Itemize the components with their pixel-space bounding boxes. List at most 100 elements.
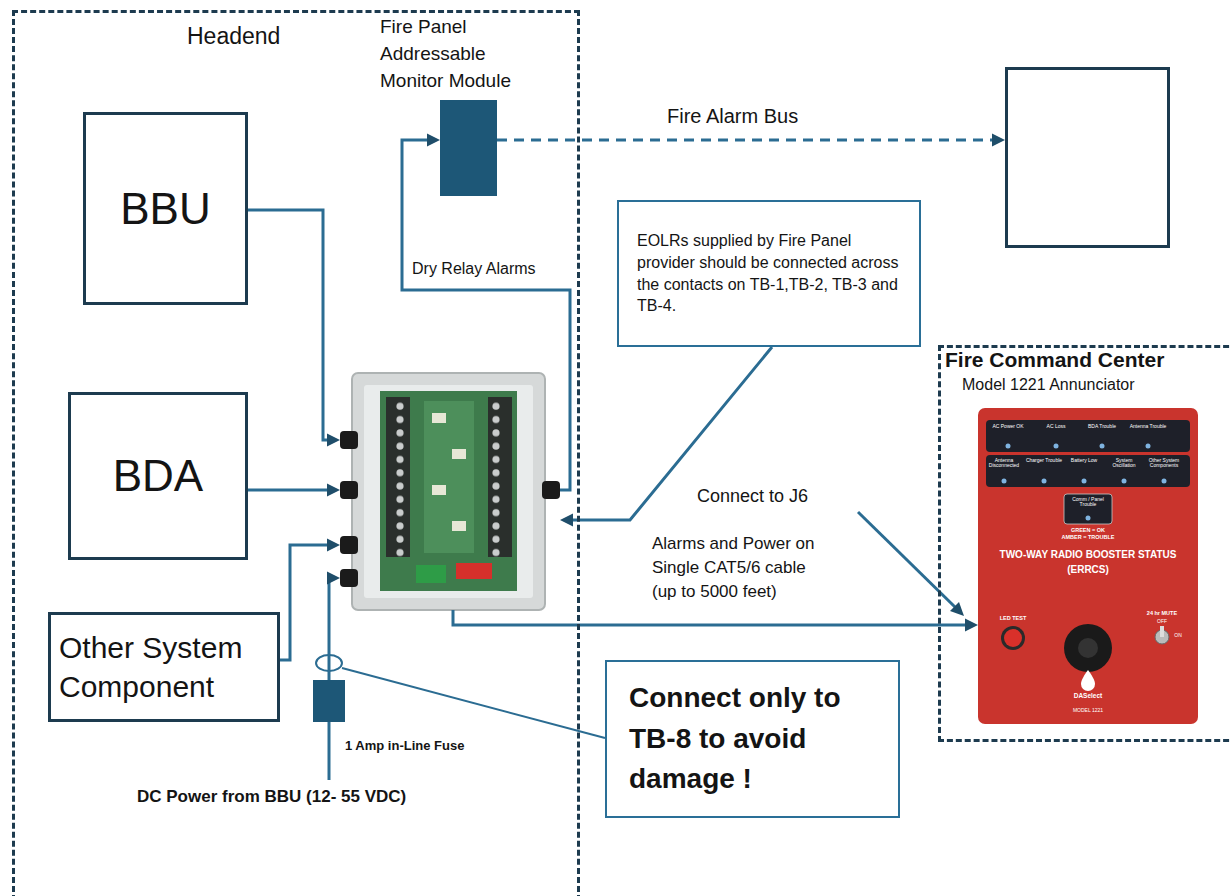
monitor-module: Fire Panel Addressable Monitor Module: [440, 100, 497, 196]
junction-box-picture-part: [352, 373, 545, 610]
junction-box-picture-part: [488, 397, 512, 557]
edge-label: Dry Relay Alarms: [412, 260, 536, 278]
annunciator-picture-part: [978, 408, 1198, 724]
annunciator-picture-part: [1146, 444, 1151, 449]
node-text: BDA: [113, 451, 203, 501]
node-text: TWO-WAY RADIO BOOSTER STATUS: [983, 550, 1193, 561]
annunciator-picture-part: [1086, 516, 1091, 521]
node-text: ON: [1171, 633, 1185, 638]
node-text: DASelect: [1058, 693, 1118, 700]
arrow-head: [327, 434, 340, 447]
node-text: Antenna Disconnected: [985, 458, 1023, 469]
node-text: 24 hr MUTE: [1140, 611, 1184, 617]
equipment-box: BBU: [83, 112, 248, 305]
connector: [248, 210, 340, 447]
junction-box-picture: [340, 373, 560, 610]
node-text: AC Loss: [1036, 424, 1076, 429]
connector-line: [280, 545, 329, 660]
junction-box-picture-part: [340, 481, 358, 499]
annunciator-picture-part: [1004, 629, 1022, 647]
junction-box-picture-part: [386, 397, 410, 557]
node-text: (ERRCS): [1048, 565, 1128, 576]
annunciator-picture-part: [1160, 626, 1164, 637]
junction-box-picture-part: [452, 521, 466, 531]
junction-box-picture-part: [386, 397, 410, 557]
region-headend: HeadendFire Panel Addressable Monitor Mo…: [12, 10, 580, 896]
node-text: System Oscillation: [1105, 458, 1143, 469]
power-wire-part: [342, 668, 605, 738]
node-text: Other System Components: [1145, 458, 1183, 469]
node-text: GREEN = OK: [1048, 528, 1128, 534]
junction-box-picture-part: [340, 536, 358, 554]
junction-box-picture-part: [364, 385, 533, 598]
connector: [280, 539, 340, 661]
fire-panel-box: [1005, 67, 1170, 248]
annunciator-picture-part: [1002, 479, 1007, 484]
connector-line: [453, 610, 967, 625]
annunciator-picture-part: [1162, 479, 1167, 484]
node-text: Charger Trouble: [1025, 458, 1063, 463]
junction-box-picture-part: [380, 391, 517, 591]
node-text: OFF: [1152, 619, 1172, 624]
annunciator-picture-part: [1001, 626, 1025, 650]
annunciator-picture-part: [986, 420, 1190, 452]
annunciator-picture-part: [1081, 670, 1095, 691]
annunciator-picture-part: [1064, 624, 1112, 672]
note-label: DC Power from BBU (12- 55 VDC): [137, 787, 406, 807]
node-text: Fire Panel Addressable Monitor Module: [380, 13, 545, 94]
node-text: AMBER = TROUBLE: [1048, 535, 1128, 541]
node-text: BBU: [120, 184, 210, 234]
j6-leader-arrow-part: [950, 602, 964, 616]
arrow-head: [327, 572, 340, 585]
connector: [248, 484, 340, 497]
connector: [327, 572, 340, 681]
node-text: LED TEST: [991, 616, 1035, 622]
connector-line: [248, 210, 329, 440]
junction-box-picture-part: [432, 413, 446, 423]
junction-box-picture-part: [340, 569, 358, 587]
connector-line: [328, 578, 331, 680]
annunciator-picture: [978, 408, 1198, 724]
equipment-box: Other System Component: [48, 612, 280, 722]
region-command-center: Fire Command CenterModel 1221 Annunciato…: [938, 345, 1230, 742]
junction-box: [340, 373, 560, 610]
node-text: EOLRs supplied by Fire Panel provider sh…: [637, 230, 901, 316]
node-text: 1 Amp in-Line Fuse: [345, 738, 464, 753]
arrow-head: [327, 539, 340, 552]
arrow-head: [992, 134, 1005, 147]
node-text: Antenna Trouble: [1128, 424, 1168, 429]
annunciator-picture-part: [1122, 479, 1127, 484]
connector: [453, 610, 978, 632]
arrow-head: [560, 514, 573, 527]
node-text: AC Power OK: [988, 424, 1028, 429]
node-text: Connect only to TB-8 to avoid damage !: [629, 678, 847, 800]
node-text: BDA Trouble: [1082, 424, 1122, 429]
annunciator-picture-part: [1006, 444, 1011, 449]
junction-box-picture-part: [432, 485, 446, 495]
arrow-head: [427, 134, 440, 147]
annunciator-panel: AC Power OK AC Loss BDA Trouble Antenna Tro…: [978, 408, 1198, 724]
node-text: Battery Low: [1065, 458, 1103, 463]
callout-note: EOLRs supplied by Fire Panel provider sh…: [617, 200, 921, 347]
annunciator-picture-part: [1042, 479, 1047, 484]
junction-box-picture-part: [424, 401, 474, 553]
connector: [497, 134, 1005, 147]
annunciator-picture-part: [1054, 444, 1059, 449]
equipment-box: BDA: [68, 392, 248, 560]
junction-box-picture-part: [340, 431, 358, 449]
connector-line: [497, 139, 994, 142]
junction-box-picture-part: [452, 449, 466, 459]
connector-line: [248, 489, 329, 492]
arrow-head: [327, 484, 340, 497]
note-label: Connect to J6: [697, 486, 808, 507]
junction-box-picture-part: [456, 563, 492, 579]
annunciator-picture-part: [986, 455, 1190, 487]
junction-box-picture-part: [542, 481, 560, 499]
inline-fuse: 1 Amp in-Line Fuse: [313, 680, 345, 722]
annunciator-picture-part: [1082, 479, 1087, 484]
power-wire: [316, 655, 605, 780]
node-text: MODEL 1221: [1058, 708, 1118, 713]
node-text: Fire Command Center: [945, 348, 1164, 372]
node-text: Other System Component: [59, 628, 269, 706]
arrow-head: [965, 619, 978, 632]
